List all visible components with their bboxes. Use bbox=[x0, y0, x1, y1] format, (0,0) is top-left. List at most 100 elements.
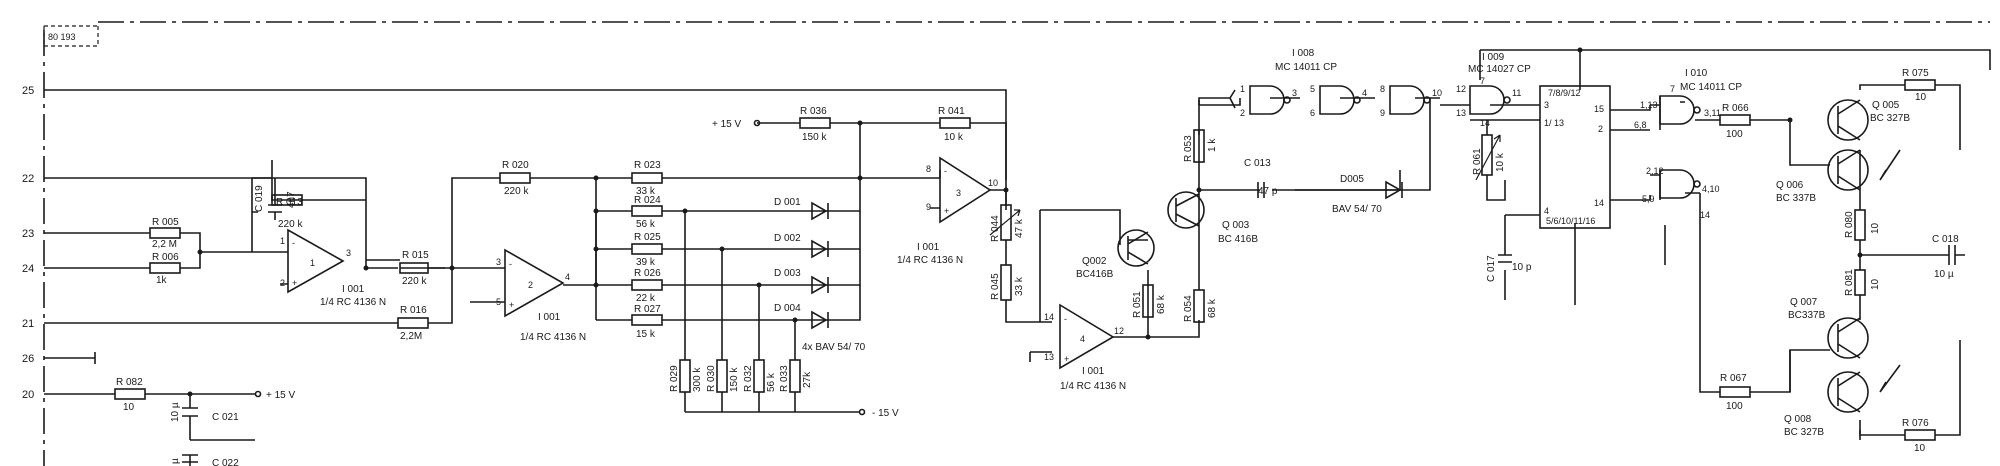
junction-dots bbox=[187, 47, 1863, 397]
resistor-symbols bbox=[114, 79, 1936, 441]
svg-text:1/ 13: 1/ 13 bbox=[1544, 118, 1564, 128]
svg-text:7/8/9/12: 7/8/9/12 bbox=[1548, 88, 1581, 98]
resistor-r075 bbox=[1904, 79, 1936, 91]
svg-text:R 045: R 045 bbox=[990, 273, 1001, 300]
resistor-r024 bbox=[631, 205, 663, 217]
resistor-r013 bbox=[271, 194, 303, 206]
resistor-r045 bbox=[1000, 264, 1012, 301]
svg-text:1: 1 bbox=[1240, 84, 1245, 94]
svg-text:D 003: D 003 bbox=[774, 268, 801, 279]
svg-text:+ 15 V: + 15 V bbox=[266, 390, 296, 401]
svg-text:12: 12 bbox=[1456, 84, 1466, 94]
svg-text:BC 416B: BC 416B bbox=[1218, 234, 1258, 245]
svg-text:R 066: R 066 bbox=[1722, 103, 1749, 114]
resistor-r066 bbox=[1719, 114, 1751, 126]
svg-text:6,8: 6,8 bbox=[1634, 120, 1647, 130]
svg-text:R 080: R 080 bbox=[1844, 211, 1855, 238]
svg-text:3,11: 3,11 bbox=[1704, 108, 1721, 118]
svg-text:33 k: 33 k bbox=[1014, 276, 1025, 296]
svg-text:4n7: 4n7 bbox=[286, 191, 297, 208]
terminal-24: 24 bbox=[22, 263, 34, 275]
svg-text:4: 4 bbox=[1362, 88, 1367, 98]
svg-text:13: 13 bbox=[1456, 108, 1466, 118]
svg-text:C 021: C 021 bbox=[212, 412, 239, 423]
svg-text:R 023: R 023 bbox=[634, 160, 661, 171]
svg-text:1: 1 bbox=[280, 236, 285, 246]
svg-text:- 15 V: - 15 V bbox=[872, 408, 899, 419]
svg-text:1/4 RC 4136 N: 1/4 RC 4136 N bbox=[320, 297, 386, 308]
sheet-ref: 80 193 bbox=[48, 32, 76, 42]
svg-text:R 044: R 044 bbox=[990, 215, 1001, 242]
resistor-r023 bbox=[631, 172, 663, 184]
svg-text:56 k: 56 k bbox=[636, 219, 656, 230]
svg-text:-: - bbox=[292, 238, 295, 248]
supply-labels: + 15 V + 15 V - 15 V bbox=[254, 119, 899, 419]
svg-text:100: 100 bbox=[1726, 129, 1743, 140]
svg-text:3: 3 bbox=[496, 257, 501, 267]
svg-text:Q 005: Q 005 bbox=[1872, 100, 1900, 111]
transistor-symbols: Q002 BC416B Q 003 BC 416B Q 005 BC 327B … bbox=[1076, 99, 1910, 438]
svg-text:4,10: 4,10 bbox=[1702, 184, 1720, 194]
svg-text:15 k: 15 k bbox=[636, 329, 656, 340]
svg-text:2: 2 bbox=[1598, 124, 1603, 134]
svg-text:10: 10 bbox=[1432, 88, 1442, 98]
svg-text:R 013: R 013 bbox=[276, 197, 303, 208]
svg-text:BC416B: BC416B bbox=[1076, 269, 1114, 280]
svg-text:5: 5 bbox=[1310, 84, 1315, 94]
svg-text:I 001: I 001 bbox=[1082, 366, 1105, 377]
resistor-r027 bbox=[631, 314, 663, 326]
svg-text:12: 12 bbox=[1114, 326, 1124, 336]
svg-text:R 006: R 006 bbox=[152, 252, 179, 263]
svg-text:1/4 RC 4136 N: 1/4 RC 4136 N bbox=[520, 332, 586, 343]
logic-ics: I 008 MC 14011 CP 1 2 5 6 8 9 3 4 10 I 0… bbox=[1240, 48, 1742, 229]
terminal-25: 25 bbox=[22, 85, 34, 97]
svg-text:MC 14027 CP: MC 14027 CP bbox=[1468, 64, 1531, 75]
svg-text:10 µ: 10 µ bbox=[1934, 269, 1954, 280]
svg-text:R 033: R 033 bbox=[779, 365, 790, 392]
resistor-r051 bbox=[1142, 284, 1154, 318]
svg-text:10 p: 10 p bbox=[1512, 262, 1532, 273]
svg-text:220 k: 220 k bbox=[504, 186, 529, 197]
svg-text:10 k: 10 k bbox=[944, 132, 964, 143]
svg-text:R 076: R 076 bbox=[1902, 418, 1929, 429]
svg-text:D 002: D 002 bbox=[774, 233, 801, 244]
svg-text:15: 15 bbox=[1594, 104, 1604, 114]
svg-text:C 017: C 017 bbox=[1486, 255, 1497, 282]
svg-text:14: 14 bbox=[1044, 312, 1054, 322]
svg-text:Q 006: Q 006 bbox=[1776, 180, 1804, 191]
svg-text:D 004: D 004 bbox=[774, 303, 801, 314]
svg-text:7: 7 bbox=[1670, 84, 1675, 94]
transistor-q006 bbox=[1827, 149, 1869, 191]
resistor-r081 bbox=[1854, 269, 1866, 296]
svg-text:10: 10 bbox=[988, 178, 998, 188]
svg-text:R 032: R 032 bbox=[743, 365, 754, 392]
svg-text:11: 11 bbox=[1512, 88, 1521, 98]
resistor-r015 bbox=[399, 262, 429, 274]
svg-text:R 081: R 081 bbox=[1844, 269, 1855, 296]
svg-text:27k: 27k bbox=[802, 371, 813, 388]
svg-text:R 041: R 041 bbox=[938, 106, 965, 117]
svg-text:R 016: R 016 bbox=[400, 305, 427, 316]
terminal-22: 22 bbox=[22, 173, 34, 185]
resistor-r020 bbox=[499, 172, 531, 184]
svg-text:+ 15 V: + 15 V bbox=[712, 119, 742, 130]
opamp-symbols: - + 1 2 1 3 I 001 1/4 RC 4136 N - + 3 5 … bbox=[280, 156, 1126, 392]
resistor-r025 bbox=[631, 243, 663, 255]
svg-text:C 013: C 013 bbox=[1244, 158, 1271, 169]
svg-text:9: 9 bbox=[926, 202, 931, 212]
svg-text:2,2 M: 2,2 M bbox=[152, 239, 177, 250]
svg-text:µ: µ bbox=[170, 458, 181, 464]
svg-text:R 061: R 061 bbox=[1472, 148, 1483, 175]
svg-text:+: + bbox=[509, 300, 514, 310]
svg-text:1k: 1k bbox=[156, 275, 168, 286]
diode-symbols: D 001 D 002 D 003 D 004 4x BAV 54/ 70 D0… bbox=[774, 174, 1403, 353]
svg-text:5: 5 bbox=[496, 297, 501, 307]
transistor-q005 bbox=[1827, 99, 1869, 141]
svg-text:R 082: R 082 bbox=[116, 377, 143, 388]
svg-text:10 k: 10 k bbox=[1495, 152, 1506, 172]
svg-text:10: 10 bbox=[1870, 222, 1881, 234]
svg-text:+: + bbox=[944, 206, 949, 216]
svg-text:9: 9 bbox=[1380, 108, 1385, 118]
svg-text:2: 2 bbox=[528, 280, 533, 290]
